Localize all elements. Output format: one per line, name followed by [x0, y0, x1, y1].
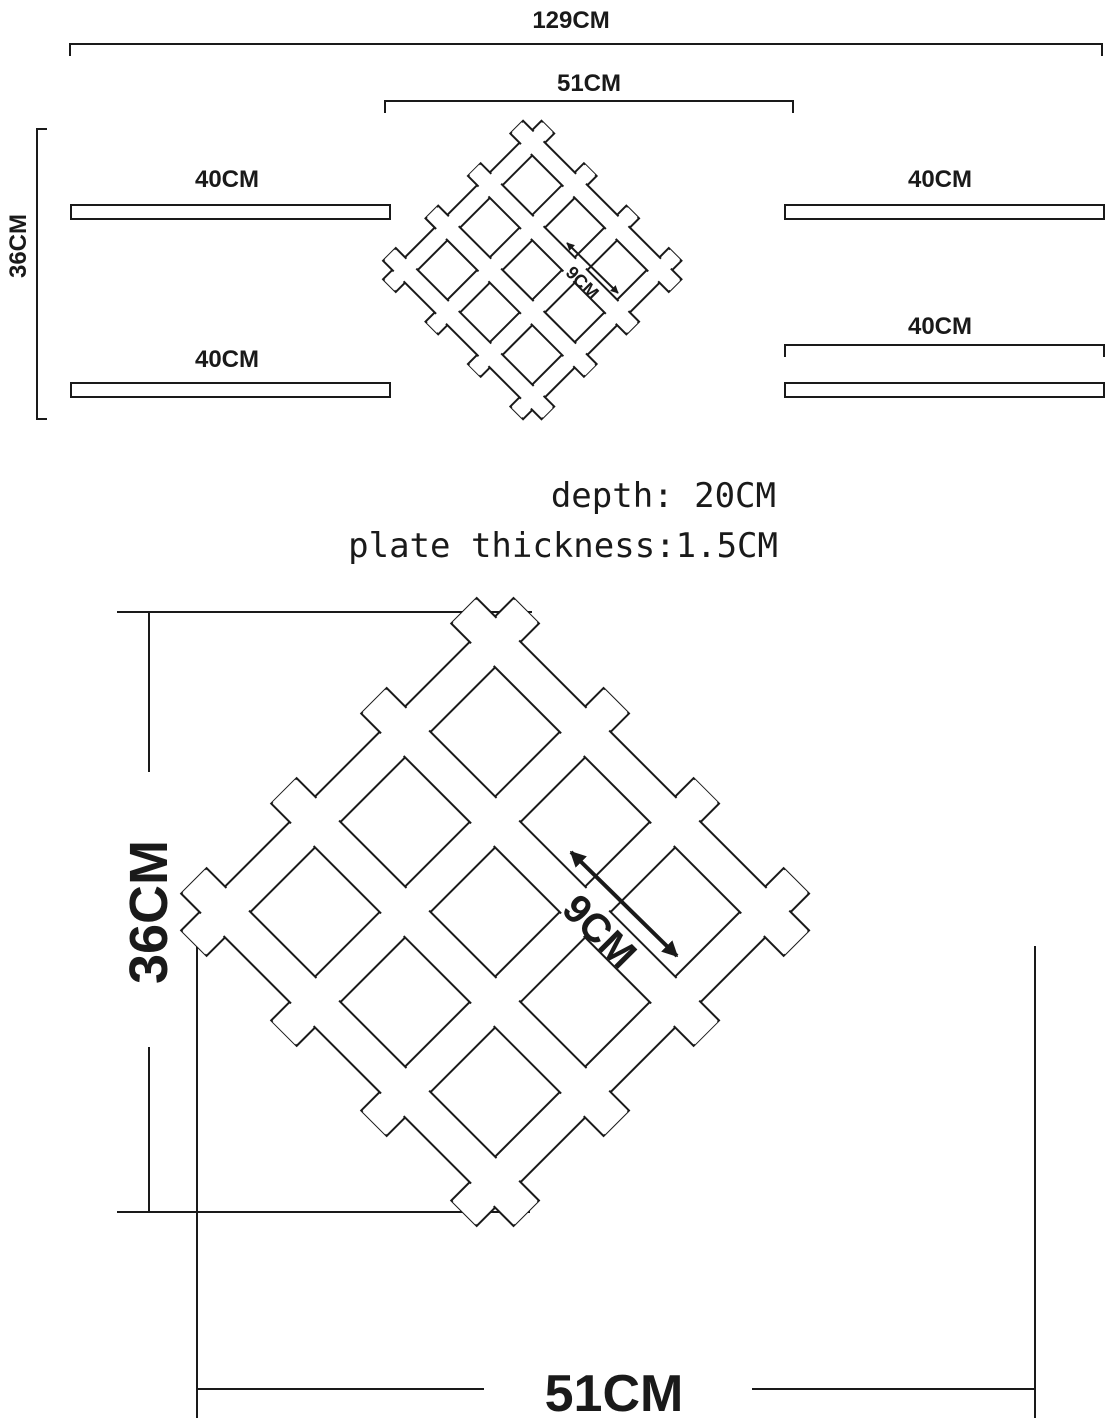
top-view: [36, 43, 1105, 420]
lattice-slat-fill: [384, 249, 553, 418]
lattice-slat-fill: [384, 122, 553, 291]
shelf-top-right-label: 40CM: [908, 166, 972, 193]
detail-cell-arrow: [569, 850, 679, 958]
lattice-slat-fill: [182, 869, 538, 1225]
shelf-bracket: [784, 344, 1105, 357]
lattice-slat-fill: [272, 779, 628, 1135]
lattice-slat-fill: [469, 164, 638, 333]
depth-note: depth: 20CM: [550, 476, 776, 516]
shelf-bottom-left: [70, 382, 391, 398]
detail-height-label: 36CM: [119, 840, 179, 984]
shelf-top-left: [70, 204, 391, 220]
overall-width-label: 129CM: [532, 7, 609, 34]
lattice-slat-fill: [426, 164, 596, 333]
height-bracket: [36, 128, 47, 420]
shelf-top-right: [784, 204, 1105, 220]
lattice-width-bracket: [384, 100, 794, 113]
top-cell-arrow: [566, 242, 619, 294]
shelf-top-left-label: 40CM: [195, 166, 259, 193]
lattice-slat-fill: [182, 599, 538, 955]
shelf-bottom-right: [784, 382, 1105, 398]
lattice-slat-fill: [426, 207, 596, 376]
lattice-slat-fill: [511, 122, 681, 291]
shelf-bottom-left-label: 40CM: [195, 346, 259, 373]
lattice-slat-fill: [511, 249, 681, 418]
lattice-detail: [179, 596, 811, 1228]
detail-width-label: 51CM: [545, 1365, 684, 1422]
lattice-top: [381, 119, 683, 421]
lattice-slat-fill: [362, 689, 718, 1045]
lattice-slat-fill: [452, 599, 808, 955]
overall-width-bracket: [69, 43, 1103, 56]
shelf-bottom-right-label: 40CM: [908, 313, 972, 340]
lattice-slat-fill: [272, 689, 628, 1045]
top-height-label: 36CM: [5, 214, 32, 278]
lattice-width-label: 51CM: [557, 70, 621, 97]
thickness-note: plate thickness:1.5CM: [348, 526, 778, 566]
lattice-slat-fill: [452, 869, 808, 1225]
